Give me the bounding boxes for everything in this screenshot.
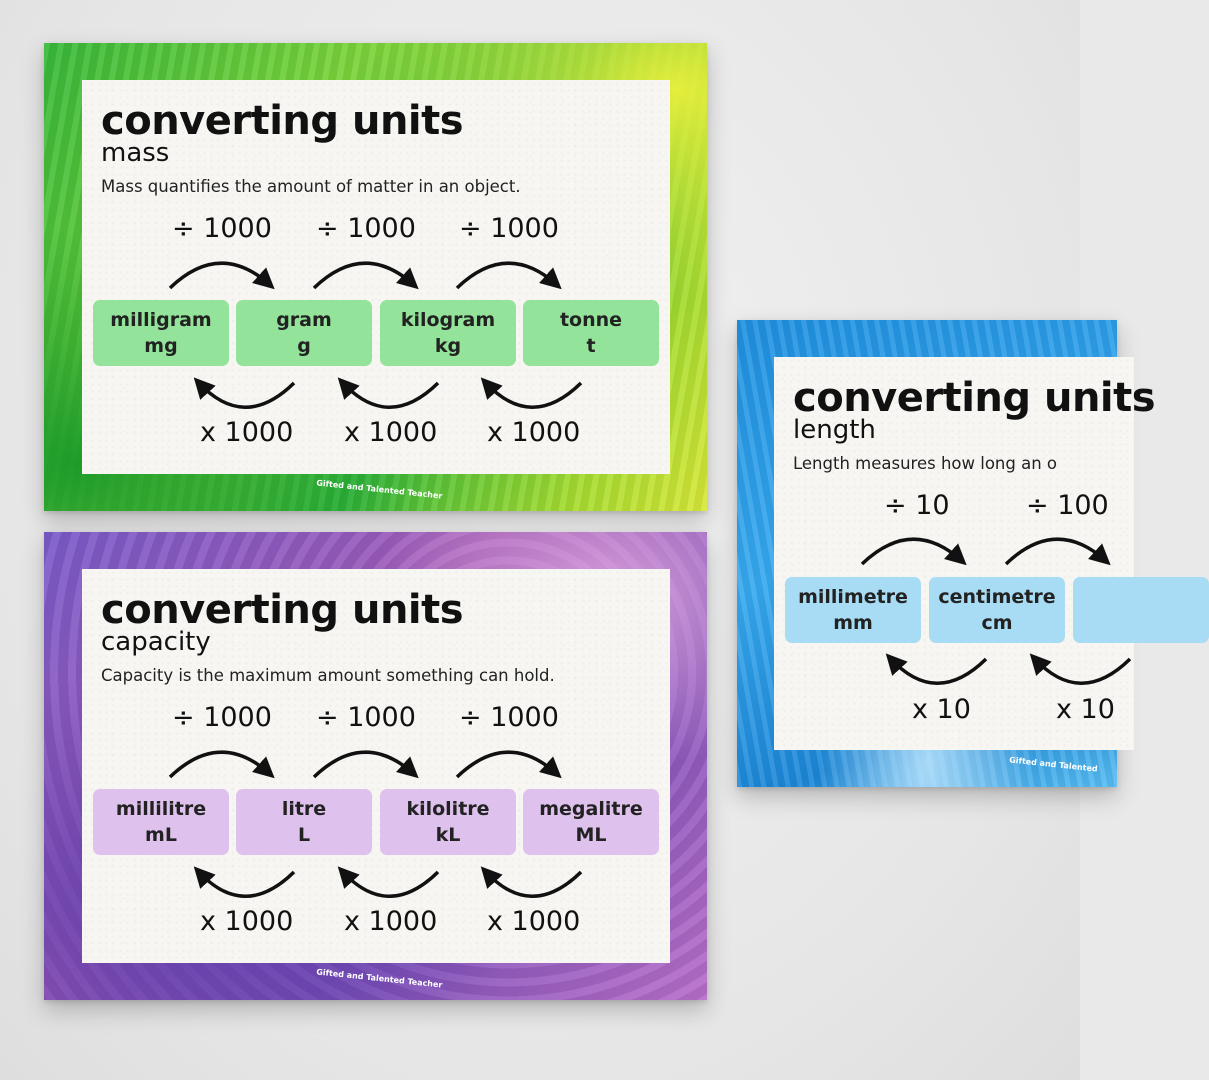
- multiply-arrow: [193, 377, 296, 409]
- unit-symbol: t: [586, 335, 596, 357]
- divide-label: ÷ 1000: [316, 702, 416, 733]
- conversion-arrows: [860, 537, 1132, 685]
- multiply-label: x 1000: [200, 906, 294, 937]
- unit-symbol: mg: [144, 335, 178, 357]
- divide-arrow: [860, 537, 967, 566]
- unit-box-millimetre: millimetre mm: [785, 577, 921, 643]
- brand-logo: Gifted and Talented Teacher: [315, 967, 443, 990]
- unit-box-kilogram: kilogram kg: [380, 300, 516, 366]
- divide-arrow: [168, 750, 275, 779]
- unit-box-kilolitre: kilolitre kL: [380, 789, 516, 855]
- poster-description: Capacity is the maximum amount something…: [101, 666, 555, 685]
- brand-logo: Gifted and Talented Teacher: [315, 478, 443, 501]
- unit-box-tonne: tonne t: [523, 300, 659, 366]
- unit-name: centimetre: [938, 586, 1056, 608]
- unit-symbol: cm: [981, 612, 1013, 634]
- unit-name: gram: [276, 309, 332, 331]
- divide-arrow: [1004, 537, 1111, 566]
- unit-name: kilogram: [400, 309, 496, 331]
- divide-label: ÷ 1000: [172, 213, 272, 244]
- conversion-arrows: [168, 750, 583, 898]
- multiply-arrow: [480, 866, 583, 898]
- multiply-label: x 1000: [344, 906, 438, 937]
- brand-logo: Gifted and Talented: [1008, 755, 1099, 774]
- divide-label: ÷ 1000: [172, 702, 272, 733]
- multiply-arrow: [480, 377, 583, 409]
- unit-box-centimetre: centimetre cm: [929, 577, 1065, 643]
- multiply-label: x 1000: [487, 417, 581, 448]
- unit-symbol: kg: [434, 335, 462, 357]
- poster-title: converting units: [793, 375, 1156, 421]
- poster-title: converting units: [101, 98, 464, 144]
- unit-box-millilitre: millilitre mL: [93, 789, 229, 855]
- mass-poster: converting units mass Mass quantifies th…: [44, 43, 707, 511]
- unit-name: millimetre: [798, 586, 908, 608]
- multiply-arrow: [1029, 653, 1132, 685]
- unit-box-litre: litre L: [236, 789, 372, 855]
- divide-label: ÷ 1000: [459, 213, 559, 244]
- unit-name: kilolitre: [406, 798, 490, 820]
- unit-symbol: kL: [435, 824, 461, 846]
- unit-box-megalitre: megalitre ML: [523, 789, 659, 855]
- multiply-label: x 1000: [200, 417, 294, 448]
- unit-symbol: g: [297, 335, 311, 357]
- poster-description: Length measures how long an o: [793, 454, 1058, 473]
- unit-box-partial: [1073, 577, 1209, 643]
- capacity-poster: converting units capacity Capacity is th…: [44, 532, 707, 1000]
- unit-symbol: mL: [145, 824, 177, 846]
- divide-arrow: [312, 750, 419, 779]
- multiply-label: x 1000: [344, 417, 438, 448]
- unit-box-milligram: milligram mg: [93, 300, 229, 366]
- poster-subtitle: mass: [101, 138, 170, 168]
- conversion-arrows: [168, 261, 583, 409]
- divide-arrow: [312, 261, 419, 290]
- length-card: converting units length Length measures …: [774, 357, 1209, 750]
- poster-title: converting units: [101, 587, 464, 633]
- multiply-arrow: [885, 653, 988, 685]
- multiply-label: x 1000: [487, 906, 581, 937]
- poster-subtitle: length: [793, 415, 876, 445]
- unit-name: millilitre: [115, 798, 207, 820]
- divide-arrow: [168, 261, 275, 290]
- multiply-arrow: [193, 866, 296, 898]
- multiply-arrow: [337, 377, 440, 409]
- poster-subtitle: capacity: [101, 627, 211, 657]
- divide-label: ÷ 10: [884, 490, 950, 521]
- unit-symbol: ML: [575, 824, 607, 846]
- length-poster: converting units length Length measures …: [737, 320, 1209, 787]
- divide-label: ÷ 1000: [316, 213, 416, 244]
- unit-name: milligram: [110, 309, 212, 331]
- unit-name: megalitre: [539, 798, 643, 820]
- poster-description: Mass quantifies the amount of matter in …: [101, 177, 521, 196]
- unit-symbol: mm: [833, 612, 873, 634]
- divide-arrow: [455, 750, 562, 779]
- multiply-arrow: [337, 866, 440, 898]
- divide-arrow: [455, 261, 562, 290]
- divide-label: ÷ 1000: [459, 702, 559, 733]
- capacity-card: converting units capacity Capacity is th…: [82, 569, 670, 963]
- unit-box-gram: gram g: [236, 300, 372, 366]
- divide-label: ÷ 100: [1026, 490, 1109, 521]
- unit-symbol: L: [297, 824, 311, 846]
- multiply-label: x 10: [912, 694, 971, 725]
- unit-name: tonne: [559, 309, 623, 331]
- unit-name: litre: [281, 798, 327, 820]
- mass-card: converting units mass Mass quantifies th…: [82, 80, 670, 474]
- multiply-label: x 10: [1056, 694, 1115, 725]
